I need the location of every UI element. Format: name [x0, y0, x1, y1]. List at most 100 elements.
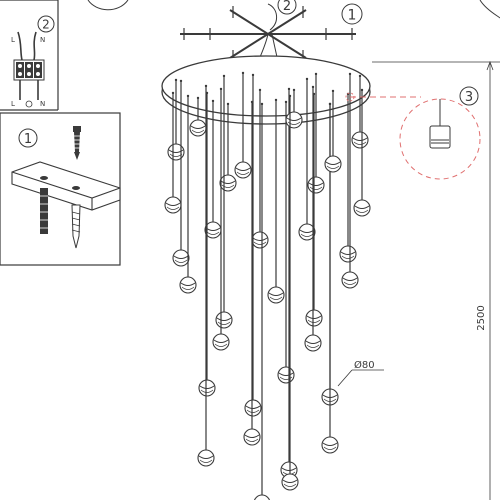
callout-3-label: 3: [465, 90, 473, 105]
decor-arc-right: [479, 0, 500, 19]
pendant-globe-band: [190, 125, 206, 129]
pendant-globe-band: [245, 438, 259, 442]
mounting-cross: [180, 3, 356, 62]
pendant-globe-band: [342, 277, 358, 281]
ground-symbol-icon: [25, 100, 33, 108]
terminal-l-bottom-label: L: [11, 100, 15, 108]
pendant-globe-icon: [253, 494, 271, 504]
pendant-lamp: [197, 84, 215, 467]
pendant-lamp: [215, 74, 233, 329]
pendant-globe-band: [306, 315, 322, 319]
pendant-globe-band: [199, 459, 213, 463]
pendant-lamp: [305, 92, 323, 327]
pendant-globe-band: [252, 237, 268, 241]
pendant-lamp: [339, 92, 357, 263]
cable-mount: [360, 88, 364, 92]
cable-mount: [258, 88, 262, 92]
pendant-globe-band: [174, 259, 188, 263]
callout-2-top-label: 2: [283, 0, 291, 14]
terminal-n-top-label: N: [40, 36, 45, 44]
pendant-globe-band: [281, 467, 297, 471]
pendant-globe-band: [325, 161, 341, 165]
pendant-globe-band: [191, 129, 205, 133]
cable-mount: [274, 98, 278, 102]
cable-mount: [222, 74, 226, 78]
cable-mount: [226, 102, 230, 106]
cable-mount: [284, 100, 288, 104]
cable-mount: [331, 89, 335, 93]
pendant-globe-band: [326, 165, 340, 169]
pendant-detail: 3: [345, 86, 481, 180]
pendant-lamp: [281, 94, 299, 491]
pendant-group: [164, 71, 371, 504]
pendant-globe-band: [353, 141, 367, 145]
pendant-lamp: [198, 91, 216, 397]
cable-mount: [219, 87, 223, 91]
callout-1-circle: [18, 128, 38, 148]
pendant-globe-band: [253, 241, 267, 245]
callout-1-top-label: 1: [348, 8, 357, 24]
pendant-lamp: [267, 98, 285, 304]
pendant-globe-band: [217, 321, 231, 325]
pendant-lamp: [324, 89, 342, 173]
height-dimension-label: 2500: [476, 305, 487, 330]
terminal-n-bottom-label: N: [40, 100, 45, 108]
cable-mount: [241, 71, 245, 75]
cable-mount: [250, 100, 254, 104]
pendant-globe-band: [181, 286, 195, 290]
pendant-globe-band: [269, 296, 283, 300]
cable-mount: [292, 88, 296, 92]
diameter-label: Ø80: [354, 359, 375, 371]
screw-icon: [73, 126, 81, 160]
anchor-bolt-icon: [40, 188, 48, 234]
pendant-globe-band: [236, 171, 250, 175]
pendant-globe-band: [305, 340, 321, 344]
cable-mount: [328, 102, 332, 106]
pendant-globe-band: [300, 233, 314, 237]
pendant-lamp: [304, 85, 322, 352]
pendant-lamp: [298, 77, 316, 241]
callout-3-circle: [459, 86, 479, 106]
callout-2-top-circle: [277, 0, 297, 15]
pendant-globe-band: [199, 385, 215, 389]
pendant-globe-band: [246, 409, 260, 413]
pendant-lamp: [212, 87, 230, 351]
pendant-globe-band: [286, 117, 302, 121]
pendant-globe-band: [245, 405, 261, 409]
pendant-globe-band: [173, 255, 189, 259]
callout-2-label: 2: [42, 18, 50, 32]
callout-1-label: 1: [24, 132, 32, 147]
cable-mount: [211, 99, 215, 103]
pendant-lamp: [167, 78, 185, 161]
pendant-globe-band: [279, 376, 293, 380]
cable-mount: [358, 74, 362, 78]
pendant-globe-band: [306, 344, 320, 348]
pendant-globe-band: [354, 205, 370, 209]
pendant-globe-band: [244, 434, 260, 438]
pendant-globe-band: [352, 137, 368, 141]
canopy-disc: [161, 55, 371, 125]
pendant-globe-band: [165, 202, 181, 206]
pendant-lamp: [189, 96, 207, 137]
pendant-globe-band: [206, 231, 220, 235]
callout-2-circle: [37, 15, 55, 33]
pendant-globe-band: [235, 167, 251, 171]
mounting-bracket: [11, 161, 121, 211]
pendant-globe-band: [282, 479, 298, 483]
cable-mount: [204, 84, 208, 88]
cable-mount: [179, 79, 183, 83]
cable-mount: [287, 87, 291, 91]
cable-mount: [311, 85, 315, 89]
pendant-lamp: [172, 79, 190, 267]
mounting-detail-panel: 1: [0, 112, 121, 266]
callout-1-top-circle: [341, 3, 363, 25]
pendant-lamp: [341, 72, 359, 289]
pendant-globe-band: [216, 317, 232, 321]
pendant-globe-band: [221, 184, 235, 188]
cable-mount: [174, 78, 178, 82]
pendant-globe-band: [200, 389, 214, 393]
pendant-globe-band: [166, 206, 180, 210]
terminal-l-top-label: L: [11, 36, 15, 44]
pendant-globe-band: [268, 292, 284, 296]
